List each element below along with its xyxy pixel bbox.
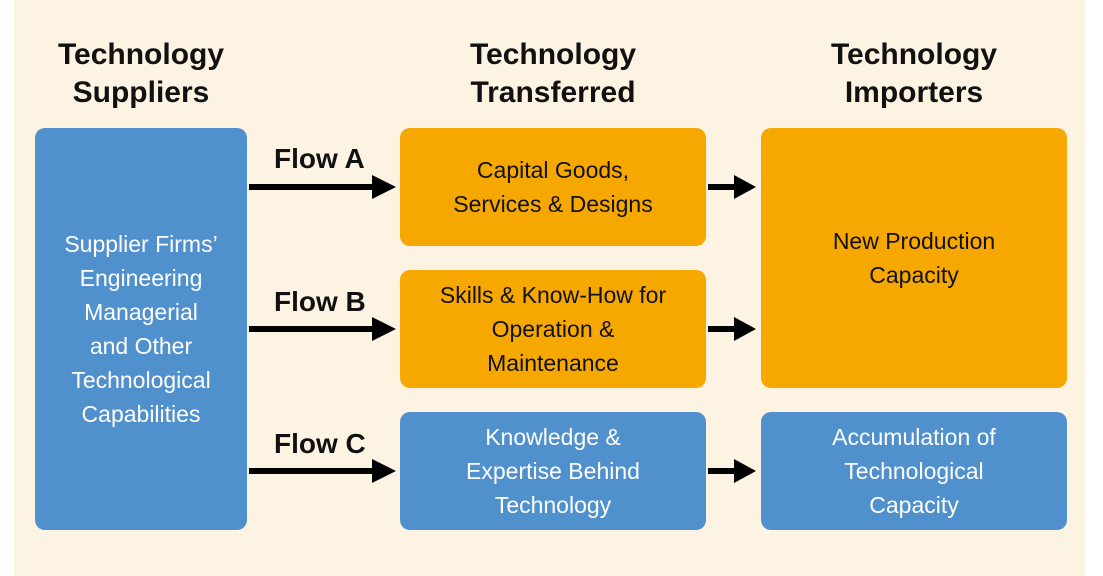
skills-know-how-box: Skills & Know-How for Operation & Mainte…	[400, 270, 706, 388]
flow-a-label: Flow A	[274, 143, 365, 174]
header-technology-transferred: Technology Transferred	[469, 38, 637, 109]
flow-c-label: Flow C	[274, 428, 366, 459]
header-technology-suppliers: Technology Suppliers	[57, 38, 225, 109]
flow-b-label: Flow B	[274, 286, 366, 317]
supplier-capabilities-box: Supplier Firms’ Engineering Managerial a…	[35, 128, 247, 530]
capital-goods-box: Capital Goods, Services & Designs	[400, 128, 706, 246]
accumulation-capacity-box: Accumulation of Technological Capacity	[761, 412, 1067, 530]
header-technology-importers: Technology Importers	[830, 38, 998, 109]
new-production-capacity-box: New Production Capacity	[761, 128, 1067, 388]
knowledge-expertise-box: Knowledge & Expertise Behind Technology	[400, 412, 706, 530]
